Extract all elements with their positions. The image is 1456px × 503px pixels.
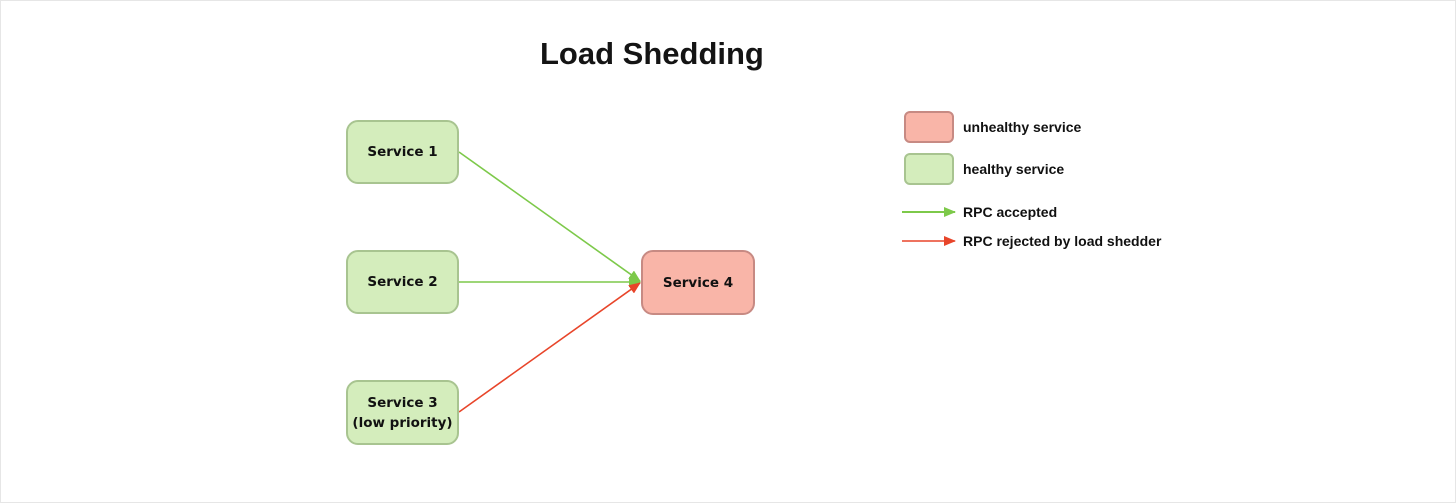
node-service-4: Service 4 (641, 250, 755, 315)
legend-rejected-label: RPC rejected by load shedder (963, 233, 1162, 249)
node-service-3-label: Service 3 (low priority) (352, 394, 453, 431)
edge-service-1-to-service-4 (458, 151, 641, 282)
legend-healthy-swatch (904, 153, 954, 185)
node-service-3: Service 3 (low priority) (346, 380, 459, 445)
diagram-title: Load Shedding (540, 36, 764, 71)
node-service-1-label: Service 1 (367, 144, 438, 160)
node-service-2-label: Service 2 (367, 274, 438, 290)
edge-service-3-to-service-4 (458, 282, 641, 413)
node-service-4-label: Service 4 (662, 274, 734, 291)
node-service-1: Service 1 (346, 120, 459, 184)
legend-healthy-label: healthy service (963, 161, 1065, 177)
legend-accepted-label: RPC accepted (963, 204, 1058, 220)
legend-unhealthy-swatch (904, 111, 954, 143)
legend-unhealthy-label: unhealthy service (963, 119, 1082, 135)
node-service-2: Service 2 (346, 250, 459, 314)
